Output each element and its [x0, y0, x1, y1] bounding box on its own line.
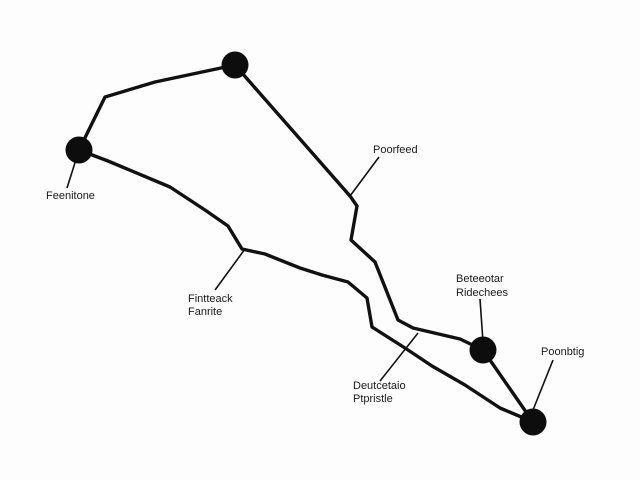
label-ptpristle: Ptpristle — [353, 393, 393, 405]
route-left-to-top — [77, 63, 237, 152]
node-bottom-right — [519, 408, 547, 436]
label-ridechees: Ridechees — [456, 287, 508, 299]
route-top-to-right-node — [233, 63, 485, 352]
node-right — [469, 336, 497, 364]
leader-beteeotar — [479, 298, 484, 343]
leader-fintteack — [214, 248, 246, 291]
node-left — [65, 136, 93, 164]
leader-poorfeed — [349, 156, 380, 197]
label-fintteack: Fintteack — [188, 293, 233, 305]
leader-poonbtig — [532, 359, 554, 411]
label-deutcetaio: Deutcetaio — [353, 380, 406, 392]
label-fanrite: Fanrite — [188, 306, 222, 318]
route-right-node-to-bottom-right — [481, 348, 535, 424]
label-feenitone: Feenitone — [46, 190, 95, 202]
label-poonbtig: Poonbtig — [541, 346, 584, 358]
leader-deutcetaio — [379, 332, 419, 382]
node-top — [221, 51, 249, 79]
label-beteeotar: Beteeotar — [456, 273, 504, 285]
route-left-to-bottom-right — [77, 148, 535, 424]
label-poorfeed: Poorfeed — [373, 144, 418, 156]
